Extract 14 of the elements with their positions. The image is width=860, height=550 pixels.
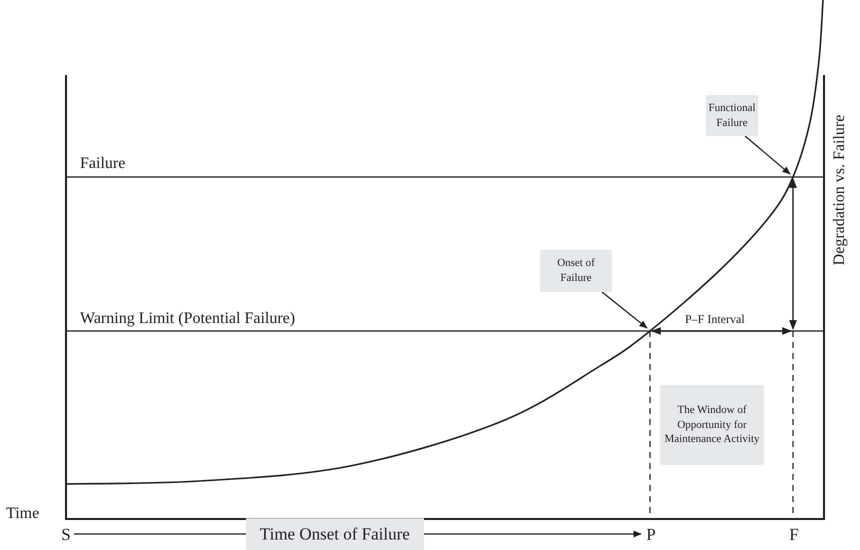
edge-label: Time Onset of Failure xyxy=(246,518,424,550)
callout-box: Functional Failure xyxy=(706,95,758,136)
axis-label: Degradation vs. Failure xyxy=(830,114,849,266)
dimension-label: P–F Interval xyxy=(685,311,745,328)
axis-label: Time xyxy=(6,504,40,524)
line-label: Warning Limit (Potential Failure) xyxy=(80,309,296,329)
leader-arrow xyxy=(744,136,791,175)
callout-box: The Window of Opportunity for Maintenance Activity xyxy=(660,385,764,465)
callout-box: Onset of Failure xyxy=(540,250,612,292)
point-label: F xyxy=(786,524,802,544)
point-label: P xyxy=(643,524,659,544)
point-label: S xyxy=(58,524,74,544)
leader-arrow xyxy=(602,292,648,329)
line-label: Failure xyxy=(80,154,126,174)
